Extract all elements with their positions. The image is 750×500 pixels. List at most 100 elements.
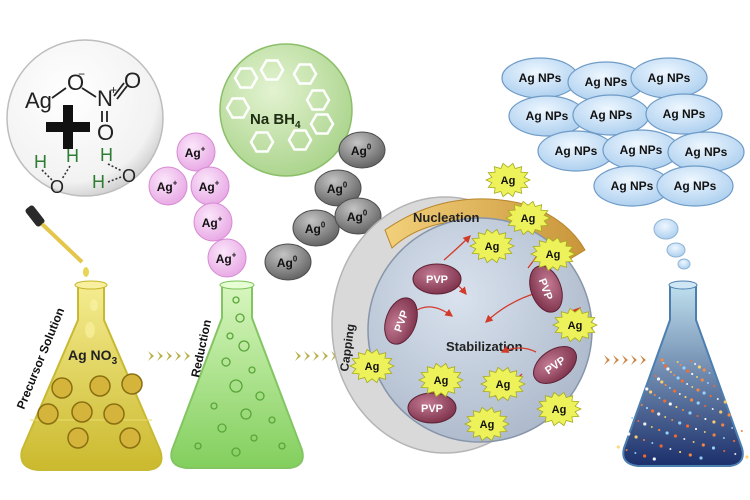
- sparkle: [708, 372, 711, 374]
- sparkle: [691, 386, 694, 388]
- silver-ion-bubble: [148, 166, 188, 206]
- chevron-arrow: [295, 351, 301, 361]
- nucleation-label: Nucleation: [413, 210, 480, 225]
- sparkle: [701, 443, 705, 447]
- silver-atom-bubble: [264, 243, 312, 281]
- sparkle: [728, 414, 731, 416]
- sparkle: [686, 370, 689, 372]
- sparkle: [643, 454, 647, 458]
- nanoparticle-label: Ag NPs: [611, 179, 654, 193]
- hexagon-shape: [233, 67, 259, 89]
- reaction-bubble: [255, 391, 265, 401]
- sparkle: [688, 411, 692, 415]
- sparkle: [716, 398, 719, 400]
- sparkle: [678, 393, 681, 395]
- sparkle: [664, 416, 667, 418]
- sparkle: [688, 453, 692, 457]
- precipitate-particle: [67, 427, 89, 449]
- sparkle: [681, 380, 684, 382]
- ag-star-shape: [480, 366, 526, 402]
- pvp-shape: [384, 297, 418, 345]
- sparkle: [656, 377, 661, 381]
- chevron-arrow: [640, 355, 646, 365]
- sparkle: [704, 418, 707, 420]
- hydrogen-symbol: H: [34, 152, 47, 172]
- reaction-bubbles: [194, 296, 286, 457]
- sparkle: [666, 367, 670, 371]
- sparkle: [678, 421, 682, 425]
- sparkle: [711, 408, 714, 410]
- reaction-bubble: [194, 442, 202, 450]
- salt-label: Ag NO3: [68, 347, 118, 367]
- nitrate-bonds: [51, 82, 128, 122]
- ag-star-shape: [505, 200, 551, 236]
- sparkle: [653, 458, 656, 460]
- silver-atom-label: Ag0: [305, 221, 326, 236]
- dropper-icon: [25, 205, 89, 277]
- sparkle: [643, 439, 645, 441]
- precipitate-particle: [71, 401, 93, 423]
- silver-atom-bubble: [334, 197, 382, 235]
- silver-ion-label: Ag+: [157, 179, 178, 194]
- hexagon-shape: [309, 113, 335, 135]
- precursor-molecules-circle: Ag O − N + O O H H O H H O: [6, 39, 164, 197]
- sparkle: [668, 387, 671, 389]
- water-bonds: [41, 163, 123, 183]
- sparkle: [682, 366, 686, 370]
- hexagon-pattern: [225, 59, 335, 153]
- nanoparticle-label: Ag NPs: [585, 75, 628, 89]
- hydrogen-symbol-3: H: [100, 145, 113, 165]
- pvp-molecule: PVP: [533, 346, 577, 384]
- sparkle: [696, 415, 699, 417]
- hexagon-shape: [305, 89, 331, 111]
- pvp-label: PVP: [421, 403, 443, 415]
- sparkle: [645, 387, 649, 391]
- silver-ion-bubble: [176, 132, 216, 172]
- sparkle: [660, 381, 663, 383]
- sparkle: [653, 394, 656, 396]
- sparkle: [664, 384, 667, 386]
- sparkle: [627, 432, 631, 436]
- reaction-bubble: [248, 366, 256, 374]
- silver-ion-label: Ag+: [202, 215, 223, 230]
- sparkle: [637, 420, 640, 422]
- reaction-bubble: [229, 379, 243, 393]
- nitrogen-charge: +: [110, 83, 117, 97]
- sparkle: [699, 456, 703, 460]
- precipitate-particle: [51, 377, 73, 399]
- sparkle: [661, 359, 663, 361]
- oxygen-symbol-2: O: [124, 68, 141, 93]
- sparkle: [690, 398, 694, 402]
- chevron-arrow: [631, 355, 637, 365]
- sparkle: [734, 453, 737, 455]
- nanoparticle-label: Ag NPs: [590, 108, 633, 122]
- hexagon-shape: [225, 97, 251, 119]
- water-oxygen-2: O: [122, 166, 136, 186]
- sparkle: [643, 422, 647, 426]
- sparkle: [721, 423, 725, 427]
- sparkle: [696, 376, 698, 378]
- water-oxygen: O: [50, 177, 64, 197]
- chevron-arrow: [322, 351, 328, 361]
- nanoparticle-label: Ag NPs: [620, 143, 663, 157]
- sparkle: [745, 455, 749, 459]
- reducing-agent-label: Na BH4: [250, 111, 301, 131]
- reducing-agent-circle: Na BH4: [219, 43, 353, 177]
- reaction-bubble: [278, 442, 286, 450]
- ag-core-label: Ag: [480, 419, 495, 431]
- precipitate-particle: [103, 403, 125, 425]
- sparkle: [625, 449, 628, 451]
- nanoparticle-label: Ag NPs: [519, 71, 562, 85]
- sparkle: [686, 425, 689, 427]
- sparkle: [706, 382, 709, 384]
- ag-star-shape: [349, 348, 395, 384]
- nanoparticle-label: Ag NPs: [526, 109, 569, 123]
- silver-atom-label: Ag0: [277, 255, 298, 270]
- oxygen-charge: −: [78, 67, 85, 81]
- product-flask: [616, 218, 749, 467]
- ag-star-shape: [536, 391, 582, 427]
- reaction-bubble: [221, 357, 231, 367]
